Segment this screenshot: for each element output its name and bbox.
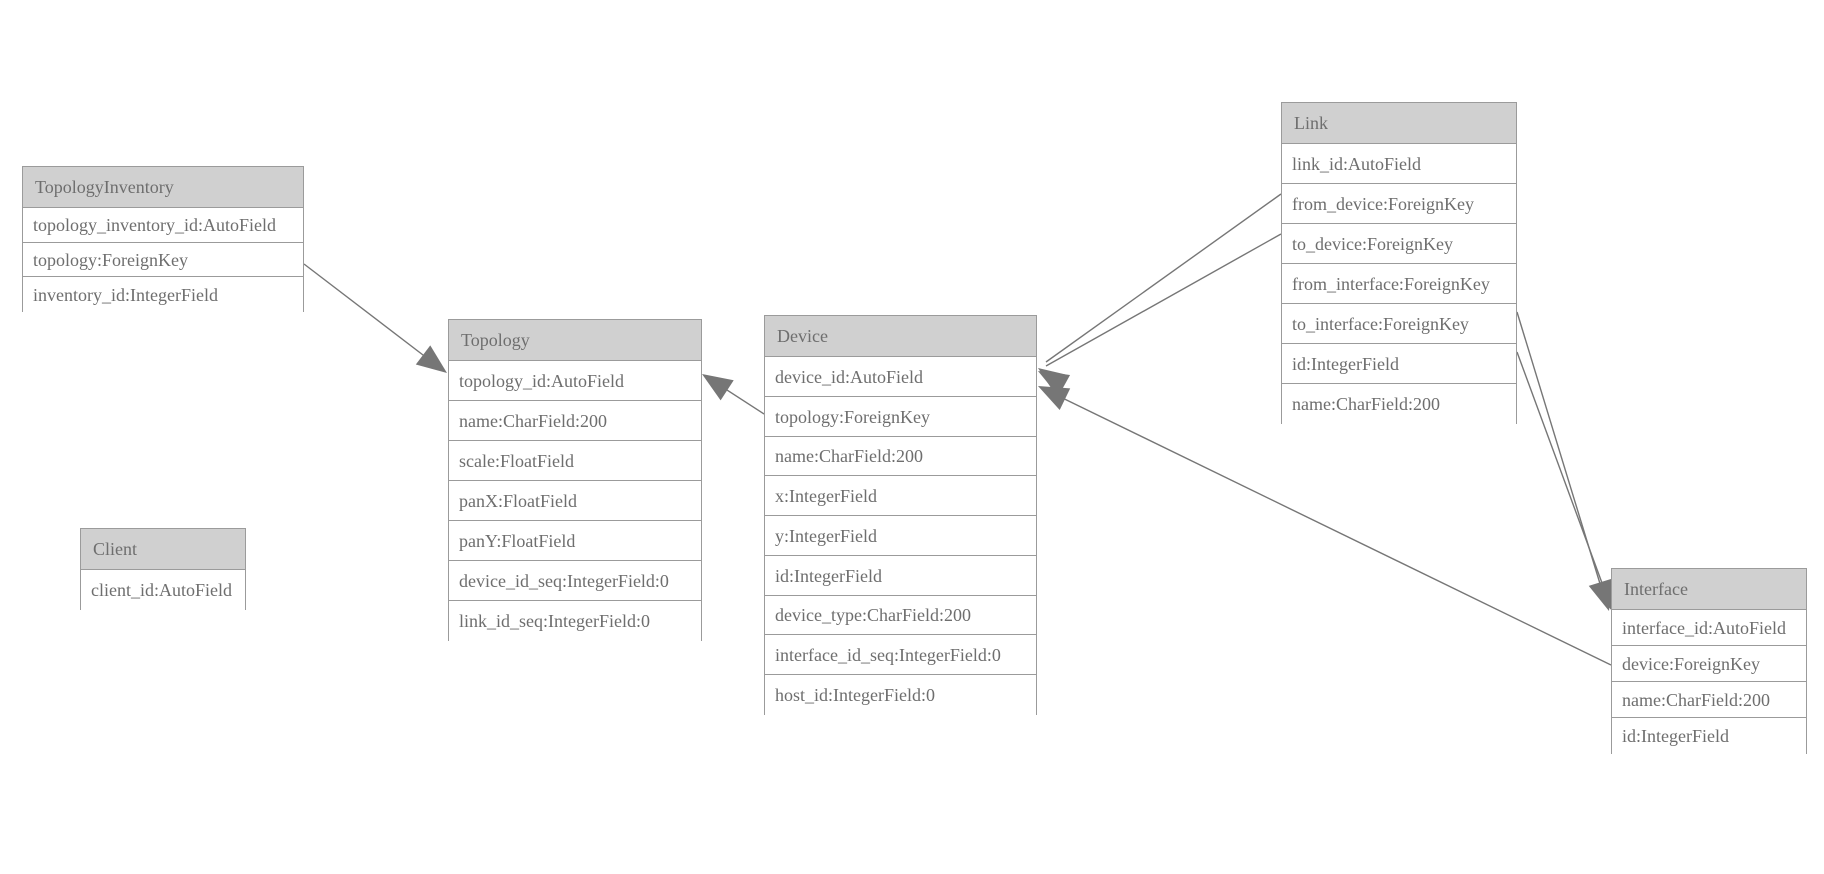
- relationship-line: [1045, 233, 1282, 367]
- relationship-link-from-interface: [1516, 311, 1612, 611]
- relationship-link-to-device: [1038, 233, 1282, 397]
- entity-field-row[interactable]: name:CharField:200: [765, 436, 1036, 477]
- relationship-arrowhead: [1588, 578, 1612, 611]
- relationship-line: [1045, 193, 1282, 363]
- relationship-line: [1045, 389, 1612, 666]
- relationship-arrowhead: [702, 374, 734, 401]
- entity-field-row[interactable]: link_id:AutoField: [1282, 144, 1516, 184]
- entity-field-row[interactable]: link_id_seq:IntegerField:0: [449, 601, 701, 641]
- entity-title-topology: Topology: [449, 320, 701, 361]
- entity-title-interface: Interface: [1612, 569, 1806, 610]
- entity-title-device: Device: [765, 316, 1036, 357]
- relationship-line: [709, 378, 765, 415]
- entity-field-row[interactable]: x:IntegerField: [765, 476, 1036, 517]
- entity-field-row[interactable]: scale:FloatField: [449, 441, 701, 481]
- entity-field-row[interactable]: host_id:IntegerField:0: [765, 675, 1036, 715]
- entity-field-row[interactable]: name:CharField:200: [1282, 384, 1516, 424]
- relationship-arrowhead: [1038, 386, 1071, 410]
- relationship-arrowhead: [415, 345, 447, 373]
- relationship-topologyinventory-topology: [303, 263, 447, 373]
- entity-field-row[interactable]: from_interface:ForeignKey: [1282, 264, 1516, 304]
- entity-title-client: Client: [81, 529, 245, 570]
- relationship-link-from-device: [1038, 193, 1282, 396]
- entity-field-row[interactable]: topology_inventory_id:AutoField: [23, 208, 303, 243]
- entity-field-row[interactable]: device_id_seq:IntegerField:0: [449, 561, 701, 601]
- relationship-line: [1516, 311, 1606, 601]
- relationship-line: [303, 263, 441, 369]
- relationship-device-topology: [702, 374, 765, 415]
- entity-field-row[interactable]: device_id:AutoField: [765, 357, 1036, 397]
- entity-field-row[interactable]: interface_id_seq:IntegerField:0: [765, 635, 1036, 676]
- entity-field-row[interactable]: to_interface:ForeignKey: [1282, 304, 1516, 344]
- entity-field-row[interactable]: client_id:AutoField: [81, 570, 245, 610]
- relationship-arrowhead: [1038, 371, 1071, 397]
- entity-field-row[interactable]: panY:FloatField: [449, 521, 701, 561]
- relationship-arrowhead: [1038, 368, 1070, 396]
- entity-field-row[interactable]: inventory_id:IntegerField: [23, 277, 303, 312]
- relationship-interface-device: [1038, 386, 1612, 666]
- entity-field-row[interactable]: panX:FloatField: [449, 481, 701, 521]
- entity-field-row[interactable]: name:CharField:200: [1612, 682, 1806, 718]
- relationship-link-to-interface: [1516, 351, 1615, 612]
- entity-field-row[interactable]: topology:ForeignKey: [765, 396, 1036, 437]
- entity-field-row[interactable]: interface_id:AutoField: [1612, 610, 1806, 646]
- relationship-line: [1516, 351, 1610, 603]
- entity-field-row[interactable]: y:IntegerField: [765, 516, 1036, 556]
- entity-field-row[interactable]: id:IntegerField: [1612, 718, 1806, 754]
- entity-field-row[interactable]: to_device:ForeignKey: [1282, 224, 1516, 264]
- entity-title-topology_inventory: TopologyInventory: [23, 167, 303, 208]
- entity-field-row[interactable]: device_type:CharField:200: [765, 595, 1036, 636]
- entity-field-row[interactable]: id:IntegerField: [1282, 344, 1516, 384]
- entity-field-row[interactable]: name:CharField:200: [449, 401, 701, 441]
- entity-field-row[interactable]: from_device:ForeignKey: [1282, 184, 1516, 224]
- entity-field-row[interactable]: topology_id:AutoField: [449, 361, 701, 401]
- entity-field-row[interactable]: topology:ForeignKey: [23, 242, 303, 278]
- entity-field-row[interactable]: id:IntegerField: [765, 555, 1036, 596]
- entity-title-link: Link: [1282, 103, 1516, 144]
- entity-field-row[interactable]: device:ForeignKey: [1612, 646, 1806, 682]
